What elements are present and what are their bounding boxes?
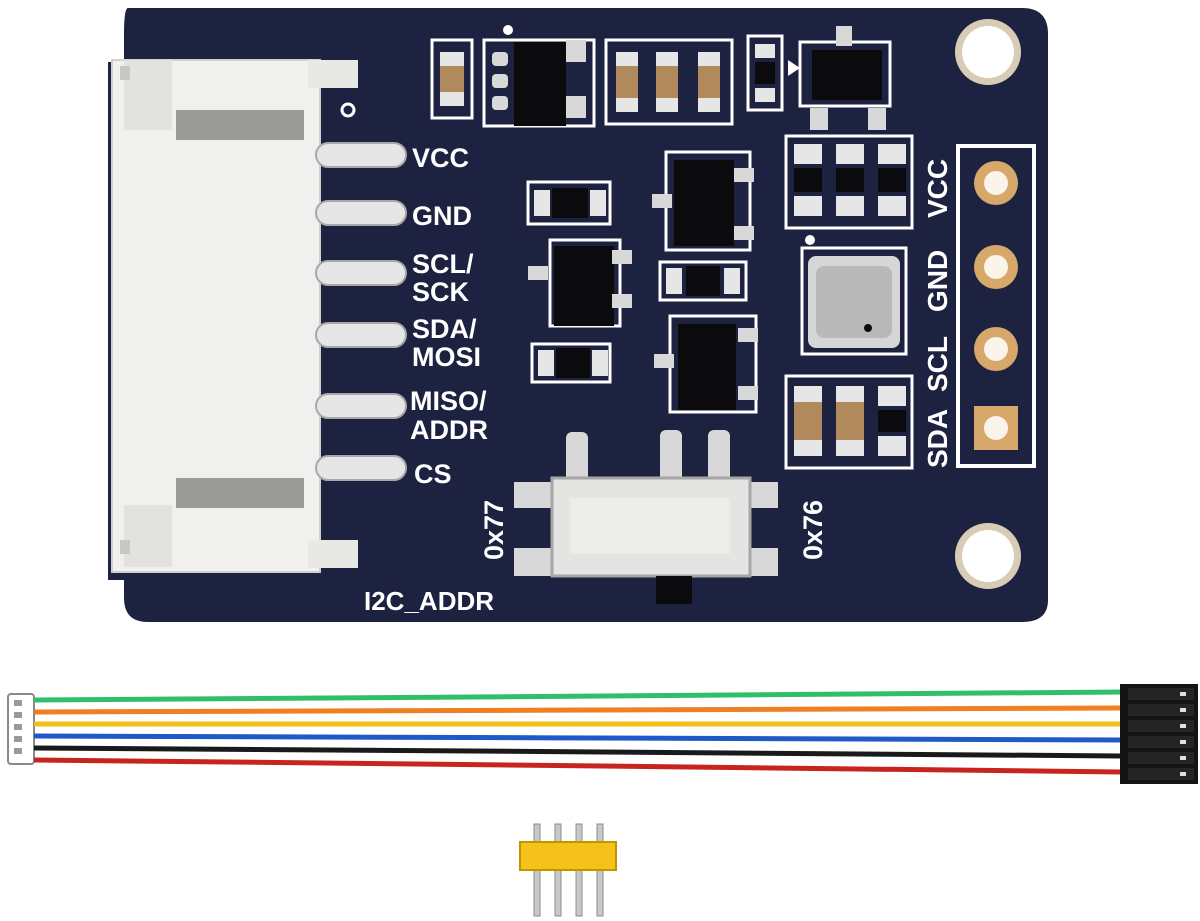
jst-plug [7, 693, 35, 765]
pin-label-sck: SCK [412, 277, 470, 307]
pin-label-scl: SCL/ [412, 249, 474, 279]
regulator-chip-top [482, 25, 596, 128]
right-pin-labels: SDA SCL GND VCC [922, 159, 953, 468]
cable-wire [33, 757, 1123, 775]
pin-header-pads [956, 144, 1036, 468]
mounting-hole-top [955, 19, 1021, 85]
mosfet-mid-right-top [652, 150, 754, 252]
i2c-address-switch [514, 430, 778, 604]
cable-wire [33, 745, 1123, 759]
mounting-hole-bottom [955, 523, 1021, 589]
pin-label-addr: ADDR [410, 415, 488, 445]
switch-label-0x76: 0x76 [798, 500, 828, 560]
mosfet-mid-right-bottom [654, 314, 758, 414]
pin-label-miso: MISO/ [410, 386, 487, 416]
switch-label-0x77: 0x77 [479, 500, 509, 560]
jumper-cable [7, 684, 1198, 784]
cable-wire [33, 705, 1123, 715]
pin-label-cs: CS [414, 459, 452, 489]
resistor-mid-1 [526, 180, 612, 226]
resistor-array-bottom [784, 374, 914, 470]
pin-label-sda-right: SDA [922, 409, 953, 468]
capacitor-top-group [604, 38, 734, 126]
pin-label-gnd: GND [412, 201, 472, 231]
cable-wire [33, 733, 1123, 743]
dupont-connectors [1120, 684, 1198, 784]
resistor-top [746, 34, 784, 112]
bme-sensor-chip [800, 235, 908, 356]
cable-wire [33, 689, 1123, 703]
pin-label-sda: SDA/ [412, 314, 477, 344]
pin-label-scl-right: SCL [922, 336, 953, 392]
resistor-mid-2 [530, 342, 612, 384]
mosfet-mid-left [528, 238, 632, 328]
header-plastic [519, 841, 617, 871]
male-pin-header [519, 823, 617, 917]
switch-caption: I2C_ADDR [364, 586, 494, 616]
capacitor-top-1 [430, 38, 474, 120]
transistor-top [788, 26, 892, 130]
cable-wires [33, 689, 1123, 775]
resistor-mid-3 [658, 260, 748, 302]
connector-leads [315, 102, 407, 481]
left-pin-labels: VCC GND SCL/ SCK SDA/ MOSI MISO/ ADDR CS [410, 143, 488, 489]
pin-label-vcc: VCC [412, 143, 469, 173]
pin-label-gnd-right: GND [922, 250, 953, 312]
pin-label-mosi: MOSI [412, 342, 481, 372]
sensor-board: VCC GND SCL/ SCK SDA/ MOSI MISO/ ADDR CS [108, 8, 1048, 622]
resistor-array-top [784, 134, 914, 230]
pin-label-vcc-right: VCC [922, 159, 953, 218]
jst-connector [111, 59, 358, 573]
